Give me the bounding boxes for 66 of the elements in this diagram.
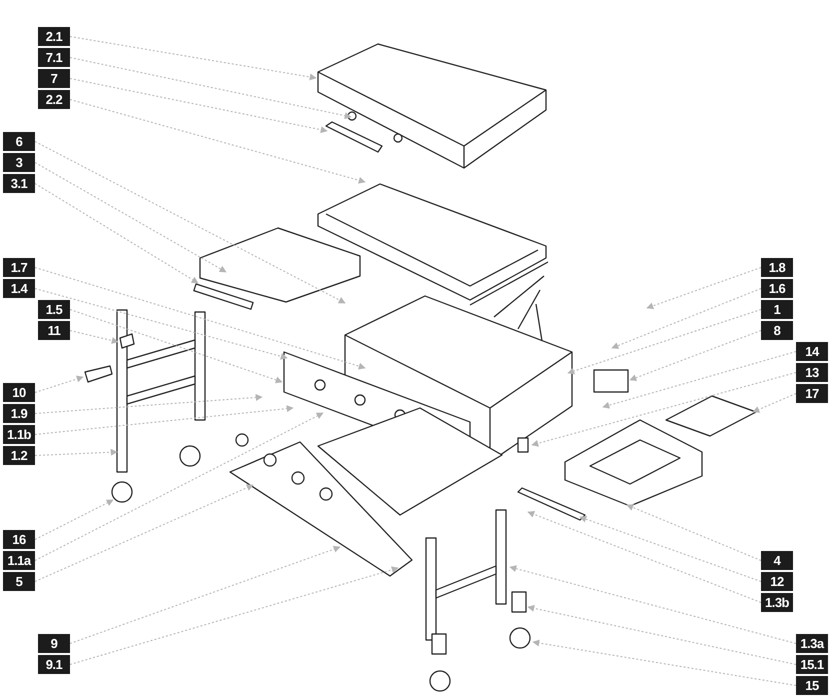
callout-number: 1.4 <box>3 279 35 298</box>
leader-line <box>34 448 118 456</box>
callout-number: 4 <box>761 551 793 570</box>
callout-number: 12 <box>761 572 793 591</box>
callout-number: 3.1 <box>3 174 35 193</box>
callout-number: 9 <box>38 634 70 653</box>
leader-line <box>752 393 796 413</box>
callout-number: 13 <box>796 363 828 382</box>
leader-line <box>34 267 366 370</box>
callout-number: 2.2 <box>38 90 70 109</box>
leader-line <box>579 516 762 582</box>
leader-line <box>34 500 114 540</box>
leader-line <box>70 78 328 134</box>
leader-line <box>629 330 762 382</box>
leader-line <box>34 376 84 393</box>
leader-line <box>34 288 288 360</box>
leader-line <box>70 36 317 80</box>
callout-number: 3 <box>3 153 35 172</box>
leader-line <box>646 267 762 310</box>
leader-line <box>602 351 796 409</box>
callout-number: 1.1a <box>3 551 35 570</box>
leader-line <box>527 604 796 665</box>
leader-line <box>70 546 341 644</box>
callout-number: 9.1 <box>38 655 70 674</box>
leader-line <box>34 141 346 304</box>
callout-number: 1.9 <box>3 404 35 423</box>
callout-number: 17 <box>796 384 828 403</box>
leader-line <box>70 309 283 384</box>
leader-line <box>531 372 796 447</box>
leader-line <box>70 566 399 665</box>
callout-number: 10 <box>3 383 35 402</box>
callout-number: 7.1 <box>38 48 70 67</box>
callout-number: 7 <box>38 69 70 88</box>
callout-number: 16 <box>3 530 35 549</box>
callout-number: 2.1 <box>38 27 70 46</box>
leader-line <box>70 99 366 184</box>
callout-number: 6 <box>3 132 35 151</box>
callout-number: 1.5 <box>38 300 70 319</box>
leader-line <box>34 183 199 284</box>
callout-number: 14 <box>796 342 828 361</box>
callout-number: 1 <box>761 300 793 319</box>
leader-line <box>34 412 324 561</box>
callout-number: 15 <box>796 676 828 695</box>
callout-number: 1.1b <box>3 425 35 444</box>
leader-line <box>611 288 762 349</box>
callout-number: 1.2 <box>3 446 35 465</box>
leader-line <box>34 162 227 272</box>
leader-line <box>34 405 294 435</box>
callout-number: 1.8 <box>761 258 793 277</box>
leader-line <box>70 330 119 344</box>
leader-line <box>527 511 762 603</box>
leader-line <box>34 394 263 414</box>
callout-number: 15.1 <box>796 655 828 674</box>
leader-line <box>509 565 796 644</box>
leader-line <box>34 484 254 582</box>
callout-number: 5 <box>3 572 35 591</box>
callout-number: 1.3b <box>761 593 793 612</box>
leader-line <box>70 57 352 120</box>
leader-line <box>567 309 762 374</box>
callout-number: 1.3a <box>796 634 828 653</box>
leader-line <box>532 640 796 686</box>
leader-line <box>626 504 762 561</box>
callout-number: 11 <box>38 321 70 340</box>
callout-number: 1.6 <box>761 279 793 298</box>
callout-number: 1.7 <box>3 258 35 277</box>
callout-number: 8 <box>761 321 793 340</box>
